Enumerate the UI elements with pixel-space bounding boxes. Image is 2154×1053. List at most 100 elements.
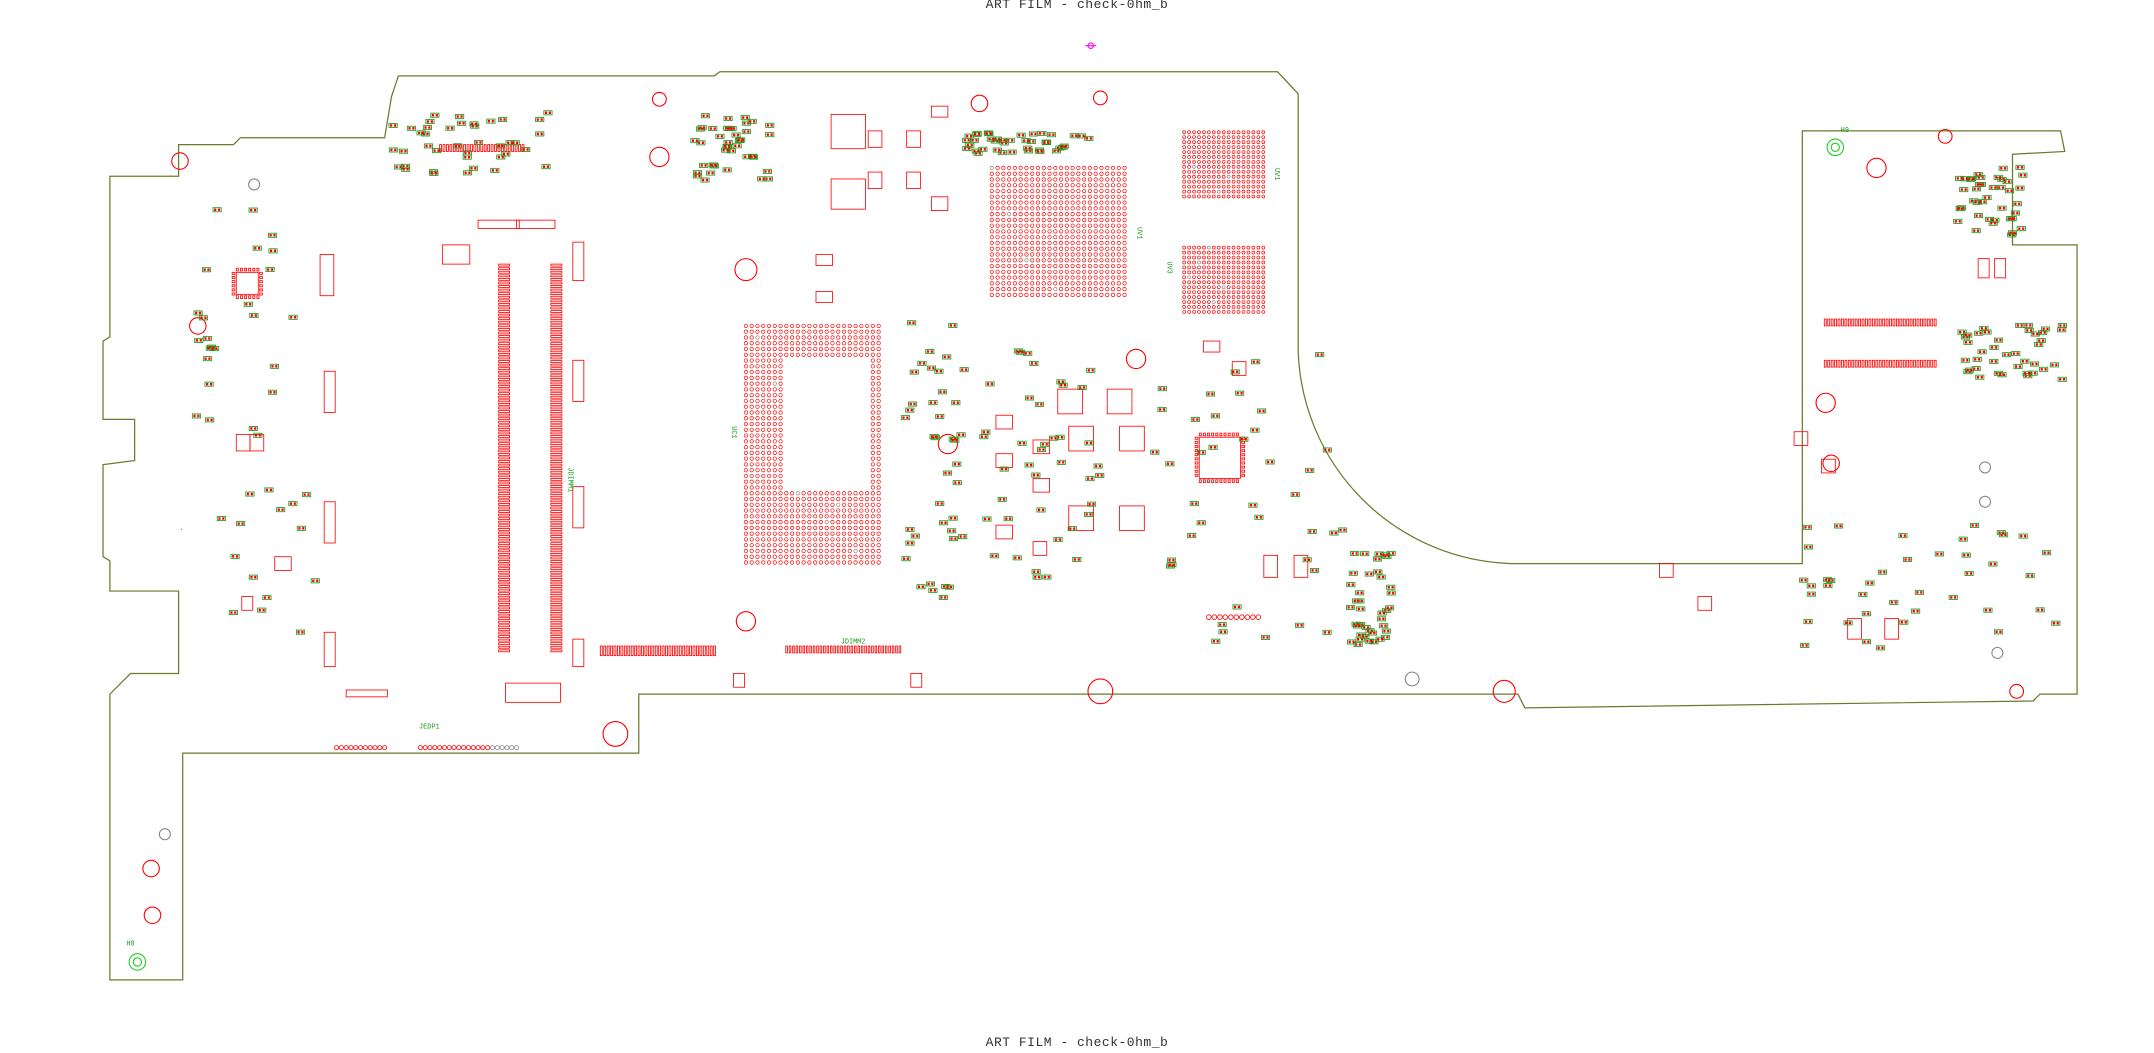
bga-ball [1236,179,1241,184]
bga-ball [1030,235,1035,240]
bga-ball [1216,130,1221,135]
passive-pad [1262,409,1265,413]
passive-pad [250,208,253,212]
passive-pad [747,155,751,158]
bga-ball [995,263,1000,269]
bga-ball [1064,183,1069,188]
bga-ball [1070,235,1075,240]
connector-pin [795,645,799,654]
passive-silk [941,584,951,589]
passive-silk [697,125,707,131]
bga-ball [1231,169,1236,174]
bga-ball [1035,246,1041,251]
passive-silk [1803,619,1813,625]
bga-ball [807,525,812,530]
passive-pad [1244,437,1247,441]
passive-pad [399,165,402,169]
passive-pad [940,596,943,599]
bga-ball [1001,287,1006,292]
pin [338,745,344,751]
bga-ball [761,410,766,415]
passive-silk [2023,373,2033,379]
passive-silk [262,595,272,601]
bga-ball [755,554,760,559]
passive-pad [727,168,731,172]
bga-ball [778,358,783,363]
passive-silk [989,553,999,559]
bga-ball [870,548,875,554]
bga-ball [1246,305,1251,309]
bga-ball [1221,184,1226,189]
passive-silk [1376,616,1387,622]
bga-ball [870,439,875,444]
bga-ball [1182,285,1186,290]
bga-ball [1082,188,1087,194]
connector-pin [550,613,563,617]
bga-ball [870,543,875,548]
passive-pad [1960,177,1963,180]
bga-ball [1018,212,1023,217]
bga-ball [1018,223,1023,228]
bga-ball [870,433,875,438]
bga-ball [1241,179,1246,184]
bga-ball [1047,194,1052,199]
bga-ball [847,531,852,536]
bga-ball [761,543,766,548]
bga-ball [772,323,777,329]
component [1697,596,1713,611]
bga-ball [1182,155,1186,159]
connector-pin [1896,318,1899,327]
passive-silk [732,143,742,149]
bga-ball [870,554,875,559]
bga-ball [1058,258,1064,263]
passive-pad [254,246,257,250]
bga-ball [1070,269,1075,274]
bga-ball [1182,140,1186,144]
bga-ball [1093,275,1098,280]
passive-pad [1899,534,1903,537]
passive-pad [2000,167,2003,170]
connector-pin [550,560,563,563]
bga-ball [876,364,881,369]
passive-silk [1988,561,1998,567]
passive-pad [1085,137,1089,140]
passive-pad [970,144,973,147]
connector-pin [498,503,511,506]
bga-ball [859,352,864,357]
bga-ball [1035,252,1041,257]
passive-silk [1069,133,1079,139]
bga-ball [1197,270,1201,275]
connector-pin [1926,359,1930,368]
passive-pad [1370,572,1373,576]
connector-pin [550,645,563,649]
passive-pad [1003,151,1006,154]
bga-ball [807,352,812,357]
passive-pad [1351,606,1354,609]
pin [1250,614,1256,620]
bga-ball [1007,240,1012,246]
passive-pad [1984,327,1987,330]
bga-ball [1236,300,1241,304]
bga-ball [1030,188,1035,194]
bga-ball [1018,292,1023,297]
passive-silk [248,425,258,431]
bga-ball [1216,285,1221,290]
bga-ball [876,485,881,490]
connector-pin [550,399,563,403]
bga-ball [755,433,760,438]
passive-silk [942,354,952,360]
connector-pin [490,144,494,152]
bga-ball [1122,287,1127,292]
bga-ball [824,352,829,357]
passive-pad [2014,202,2017,205]
bga-ball [1216,135,1221,140]
passive-pad [464,151,467,155]
passive-silk [1799,577,1809,583]
passive-pad [1030,132,1033,136]
passive-pad [1023,139,1026,142]
passive-silk [1963,339,1973,345]
passive-pad [1085,513,1088,516]
bga-ball [870,479,875,484]
passive-silk [1974,330,1984,336]
passive-pad [2035,362,2038,366]
